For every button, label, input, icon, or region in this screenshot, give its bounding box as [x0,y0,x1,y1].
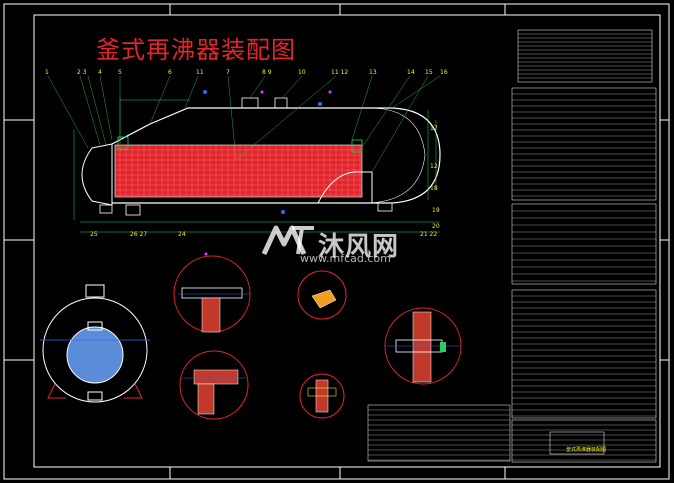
detail-view-4 [299,373,345,419]
svg-text:10: 10 [298,69,306,76]
watermark-url: www.mfcad.com [300,252,391,265]
svg-text:17: 17 [430,125,438,132]
svg-text:1: 1 [45,69,49,76]
svg-text:2 3: 2 3 [77,69,87,76]
detail-view-1 [173,255,251,333]
cross-section-view [40,284,150,403]
detail-view-5 [384,307,462,385]
svg-text:11 12: 11 12 [331,69,348,76]
svg-text:24: 24 [178,231,186,238]
detail-view-2 [297,270,347,320]
watermark-text: 沐风网 [318,232,400,262]
svg-text:6: 6 [168,69,172,76]
main-elevation-view [47,75,441,256]
svg-text:16: 16 [440,69,448,76]
mfcad-logo-icon [262,225,314,256]
drawing-title: 釜式再沸器装配图 [96,36,296,64]
part-number-labels: 1 2 3 4 5 6 11 7 8 9 10 11 12 13 14 15 16 17 12 18 19… [45,69,448,238]
technical-tables [367,29,657,463]
detail-view-3 [179,350,249,420]
svg-text:7: 7 [226,69,230,76]
svg-text:14: 14 [407,69,415,76]
svg-text:4: 4 [98,69,102,76]
svg-text:8 9: 8 9 [262,69,272,76]
title-block-drawing-name: 釜式再沸器装配图 [566,447,607,453]
svg-text:12: 12 [430,163,438,170]
svg-text:26 27: 26 27 [130,231,147,238]
drawing-frame [3,3,670,480]
svg-text:20: 20 [432,223,440,230]
svg-text:18: 18 [430,185,438,192]
svg-text:15: 15 [425,69,433,76]
svg-text:19: 19 [432,207,440,214]
svg-text:21 22: 21 22 [420,231,437,238]
svg-text:11: 11 [196,69,204,76]
svg-text:13: 13 [369,69,377,76]
svg-text:5: 5 [118,69,122,76]
svg-text:25: 25 [90,231,98,238]
